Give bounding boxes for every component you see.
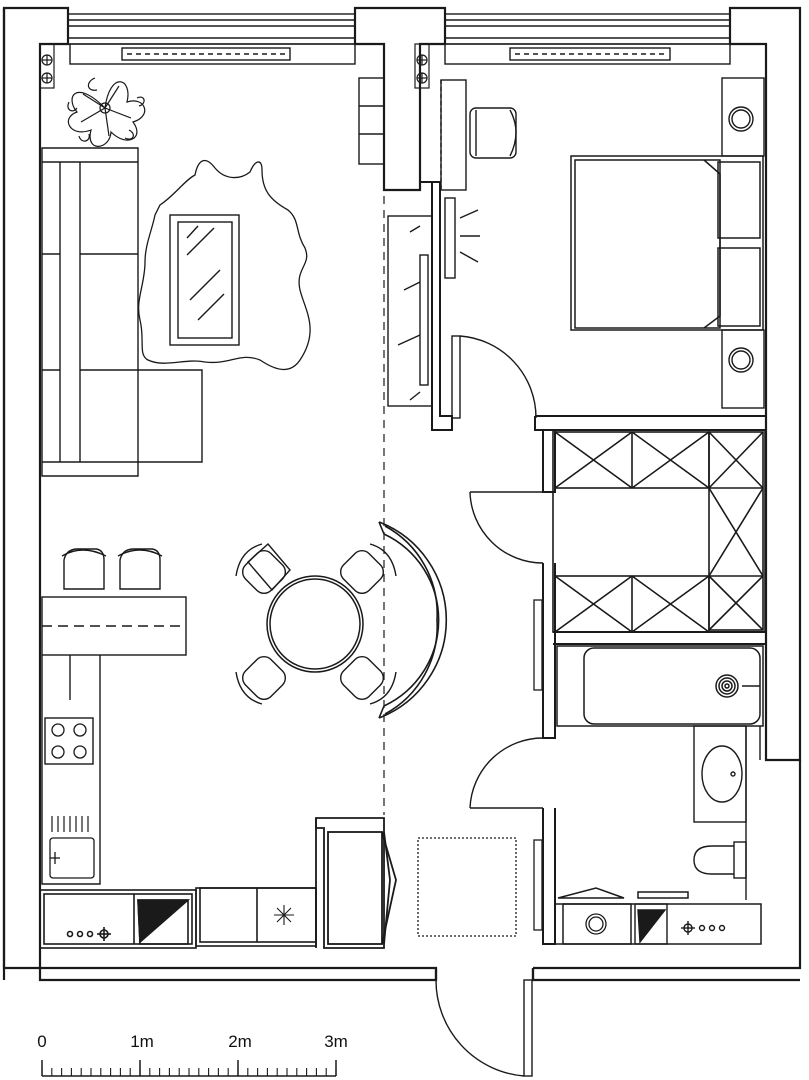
kitchen-base-unit [39,889,197,949]
nightstand [721,329,765,409]
washbasin-icon [693,725,747,823]
radiator-icon [39,43,55,89]
entrance-closet [315,817,397,949]
scale-label-3m: 3m [324,1032,348,1051]
desk-chair [469,107,517,159]
scale-label-0: 0 [37,1032,47,1051]
wardrobe-door [469,491,544,564]
kitchen-sink [49,837,95,879]
bedroom-walls [419,44,766,431]
bar-stool [61,548,107,590]
nightstand [721,77,765,157]
toilet-icon [693,841,747,879]
scale-label-2m: 2m [228,1032,252,1051]
bathtub-icon [556,645,764,727]
bathroom-wall [745,726,761,900]
dining-chair [235,542,291,595]
window-bedroom [444,13,731,65]
double-bed-icon [570,155,764,331]
plant-icon [67,77,146,147]
shelf [358,77,385,165]
radiator-icon [414,43,430,89]
curved-partition [378,521,448,719]
dining-chair [339,655,397,705]
bar-counter [41,596,187,656]
animal-hide-rug-icon [138,159,311,371]
round-table-icon [266,575,364,673]
hob-icon [51,723,87,759]
doormat [417,837,517,937]
outer-walls [2,6,802,982]
corner-sofa-icon [41,147,203,477]
dining-chair [235,655,287,705]
bathroom-door [469,737,544,809]
tv-unit [387,215,433,407]
entrance-door [435,968,533,1077]
scale-minor-ticks [41,1068,337,1076]
bedroom-tv [444,197,480,279]
corridor-walls [542,430,767,945]
fridge [195,887,317,947]
desk [440,79,467,191]
bar-stool [117,548,163,590]
corridor-shelf [533,599,543,931]
bedroom-door [451,335,537,419]
dining-chair [339,543,397,595]
coffee-table [169,214,240,346]
kitchen-counter [41,655,101,885]
dish-drainer [51,816,89,832]
wardrobe [552,429,766,633]
window-living [67,13,356,65]
boiler-icon [634,903,726,945]
washing-machine-icon [585,913,607,935]
scale-label-1m: 1m [130,1032,154,1051]
